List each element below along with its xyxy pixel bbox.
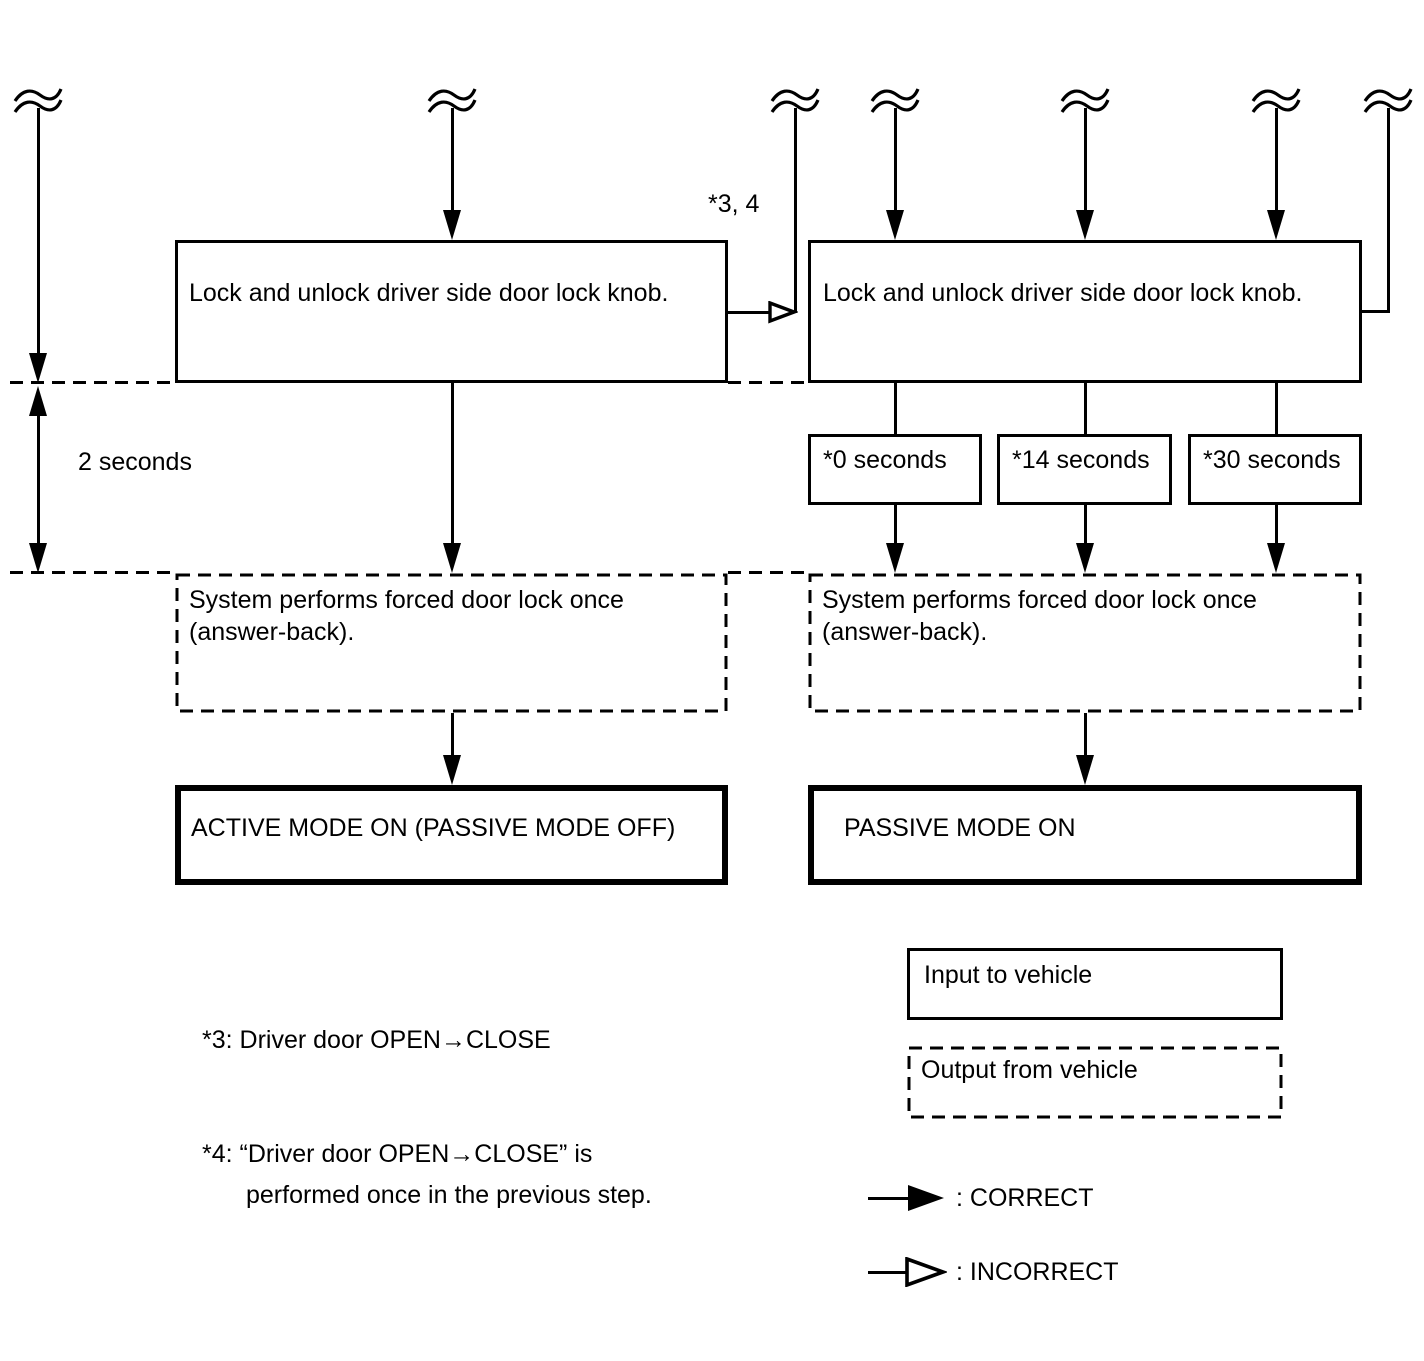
arrow-down-icon xyxy=(443,755,461,785)
result-box-right-label: System performs forced door lock once (a… xyxy=(822,586,1257,646)
flow-line xyxy=(1084,505,1087,545)
key-output-label: Output from vehicle xyxy=(921,1056,1138,1084)
result-box-left: System performs forced door lock once (a… xyxy=(175,573,728,713)
arrow-down-icon xyxy=(1076,543,1094,573)
delay-box-0s-label: *0 seconds xyxy=(823,446,947,474)
outcome-box-passive: PASSIVE MODE ON xyxy=(808,785,1362,885)
flow-line xyxy=(1084,713,1087,757)
result-box-right: System performs forced door lock once (a… xyxy=(808,573,1362,713)
key-input-label: Input to vehicle xyxy=(924,961,1093,989)
arrow-down-icon xyxy=(1076,755,1094,785)
action-box-right: Lock and unlock driver side door lock kn… xyxy=(808,240,1362,383)
flow-line xyxy=(1387,108,1390,313)
arrow-up-icon xyxy=(29,386,47,416)
outcome-box-active: ACTIVE MODE ON (PASSIVE MODE OFF) xyxy=(175,785,728,885)
line-break-icon xyxy=(770,88,820,113)
flow-line xyxy=(894,108,897,212)
arrow-down-icon xyxy=(886,210,904,240)
delay-box-30s: *30 seconds xyxy=(1188,434,1362,505)
flow-line xyxy=(37,108,40,356)
outcome-box-passive-label: PASSIVE MODE ON xyxy=(844,814,1076,842)
delay-box-30s-label: *30 seconds xyxy=(1203,446,1341,474)
delay-box-14s: *14 seconds xyxy=(997,434,1172,505)
correct-legend-label: : CORRECT xyxy=(956,1184,1094,1212)
return-line xyxy=(794,108,797,313)
arrow-down-icon xyxy=(29,353,47,383)
action-box-right-label: Lock and unlock driver side door lock kn… xyxy=(823,279,1303,307)
footnote-4-line1: *4: “Driver door OPEN→CLOSE” is xyxy=(202,1140,593,1168)
delay-ruler-label: 2 seconds xyxy=(78,448,192,476)
flow-line xyxy=(451,383,454,545)
footnote-4-line2: performed once in the previous step. xyxy=(246,1181,652,1209)
arrow-down-icon xyxy=(29,543,47,573)
delay-box-14s-label: *14 seconds xyxy=(1012,446,1150,474)
arrow-down-icon xyxy=(443,543,461,573)
arrow-down-icon xyxy=(1267,543,1285,573)
line-break-icon xyxy=(13,88,63,113)
flow-line xyxy=(894,505,897,545)
action-box-left-label: Lock and unlock driver side door lock kn… xyxy=(189,279,669,307)
time-line xyxy=(10,571,175,574)
line-break-icon xyxy=(1060,88,1110,113)
key-output-box: Output from vehicle xyxy=(907,1046,1283,1119)
key-input-box: Input to vehicle xyxy=(907,948,1283,1020)
flow-line xyxy=(451,713,454,757)
time-line xyxy=(728,571,808,574)
flow-line xyxy=(894,383,897,434)
incorrect-legend-label: : INCORRECT xyxy=(956,1258,1119,1286)
incorrect-line xyxy=(728,311,772,314)
arrow-down-icon xyxy=(1076,210,1094,240)
correct-arrow-line xyxy=(868,1197,918,1200)
line-break-icon xyxy=(427,88,477,113)
action-box-left: Lock and unlock driver side door lock kn… xyxy=(175,240,728,383)
open-arrow-right-icon xyxy=(768,301,798,324)
flow-line xyxy=(1275,505,1278,545)
flow-line xyxy=(1275,108,1278,212)
open-arrow-right-icon xyxy=(905,1257,947,1287)
line-break-icon xyxy=(1251,88,1301,113)
flow-line xyxy=(1362,310,1388,313)
arrow-down-icon xyxy=(443,210,461,240)
result-box-left-label: System performs forced door lock once (a… xyxy=(189,586,624,646)
footnote-3: *3: Driver door OPEN→CLOSE xyxy=(202,1026,551,1054)
time-line xyxy=(10,381,175,384)
solid-arrow-right-icon xyxy=(908,1185,944,1211)
arrow-down-icon xyxy=(886,543,904,573)
incorrect-arrow-line xyxy=(868,1271,913,1274)
flow-line xyxy=(451,108,454,212)
line-break-icon xyxy=(870,88,920,113)
flow-line xyxy=(1275,383,1278,434)
flow-line xyxy=(1084,383,1087,434)
incorrect-path-label: *3, 4 xyxy=(708,190,760,218)
flow-line xyxy=(1084,108,1087,212)
delay-box-0s: *0 seconds xyxy=(808,434,982,505)
outcome-box-active-label: ACTIVE MODE ON (PASSIVE MODE OFF) xyxy=(191,814,676,842)
time-line xyxy=(728,381,808,384)
arrow-down-icon xyxy=(1267,210,1285,240)
flow-line xyxy=(37,410,40,545)
line-break-icon xyxy=(1363,88,1413,113)
